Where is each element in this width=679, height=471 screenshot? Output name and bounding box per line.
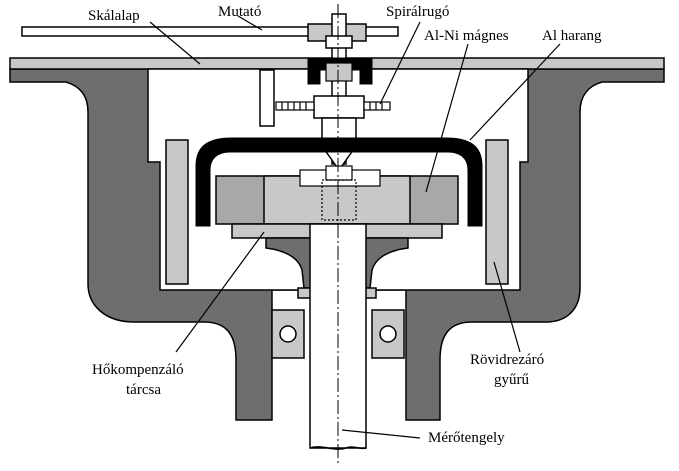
leader-alharang [469,43,561,141]
label-alni-magnes: Al-Ni mágnes [424,28,509,44]
spindle-collar [325,35,353,49]
leader-spiralrugo [379,21,421,105]
top-bearing-insert [325,62,353,82]
shaft-break [309,446,367,450]
label-spiralrugo: Spirálrugó [386,4,449,20]
label-merotengely: Mérőtengely [428,430,505,446]
spiral-spring [275,101,391,111]
leader-rovidzarzo [493,261,521,353]
label-skalalap: Skálalap [88,8,140,24]
magnet-bore [321,179,357,221]
label-hokompenzalo: Hőkompenzáló [92,362,184,378]
jewel-center [325,165,353,181]
spring-left [275,101,315,111]
pointer-bar [21,26,399,37]
label-al-harang: Al harang [542,28,602,44]
leader-merotengely [341,429,421,439]
label-tarcsa: tárcsa [126,382,161,398]
stop-post [259,69,275,127]
top-bearing-cup [307,57,373,85]
spring-hub [313,95,365,119]
shorting-ring-left [165,139,189,285]
leader-skalalap [149,21,201,65]
label-mutato: Mutató [218,4,261,20]
ball-bearing-right [371,309,405,359]
aluminium-bell [195,137,483,227]
leader-hokompenzalo [175,231,265,353]
shorting-ring-right [485,139,509,285]
leader-mutato [237,15,263,31]
leader-alni [425,43,469,193]
ball-bearing-left [271,309,305,359]
label-rovidzarzo: Rövidrezáró [470,352,544,368]
leader-lines [149,15,561,439]
spring-right [363,101,391,111]
label-gyuru: gyűrű [494,372,529,388]
